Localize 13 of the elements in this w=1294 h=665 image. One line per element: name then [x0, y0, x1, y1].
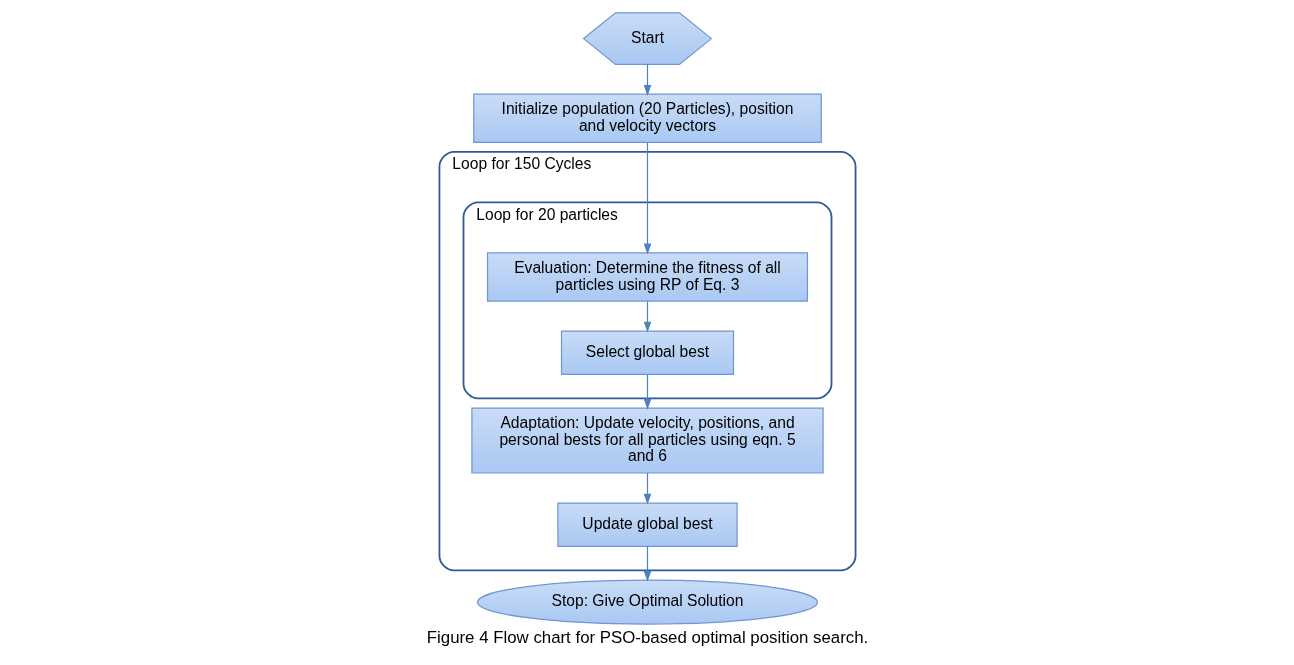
- arrow: [643, 472, 651, 505]
- node-box: Select global best: [560, 330, 734, 375]
- node-box: Adaptation: Update velocity, positions, and personal bests for all particles using eqn. 5 and 6: [470, 407, 824, 474]
- node-ellipse: Stop: Give Optimal Solution: [476, 579, 818, 625]
- arrow: [643, 545, 651, 582]
- caption: Figure 4 Flow chart for PSO-based optimal position search.: [426, 627, 868, 647]
- node-box: Evaluation: Determine the fitness of all particles using RP of Eq. 3: [486, 252, 808, 302]
- arrow: [643, 63, 651, 96]
- node-box: Update global best: [556, 502, 738, 547]
- arrow: [643, 374, 651, 410]
- arrow: [643, 300, 651, 333]
- arrow: [643, 141, 651, 255]
- node-box: Initialize population (20 Particles), position and velocity vectors: [472, 93, 822, 143]
